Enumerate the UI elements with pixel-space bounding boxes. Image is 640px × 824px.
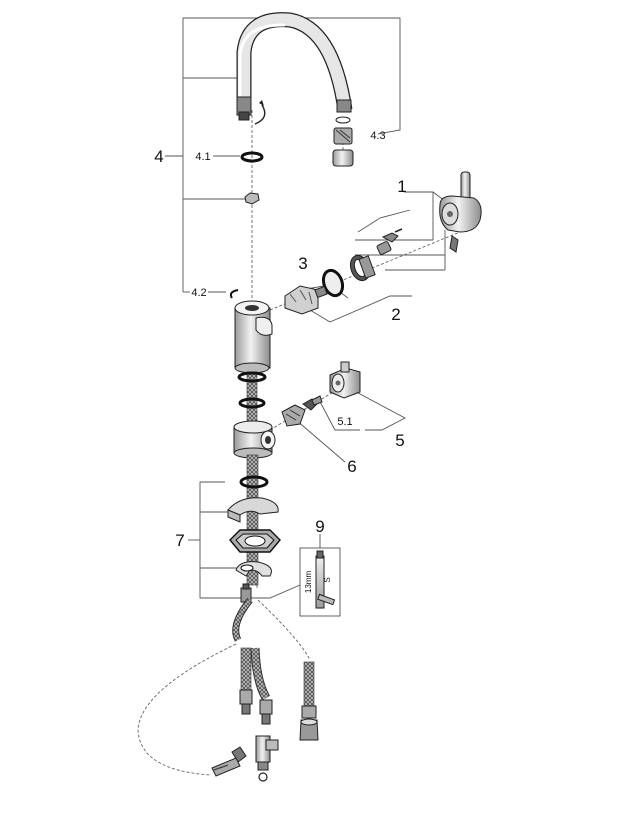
label-4-3: 4.3	[370, 130, 385, 142]
o-ring-7	[239, 475, 269, 489]
spout-nut	[244, 192, 260, 205]
t-connector	[255, 735, 279, 782]
label-4-1: 4.1	[195, 151, 210, 163]
label-5: 5	[395, 431, 404, 450]
spanner-tool-9	[299, 547, 341, 617]
faucet-body	[234, 300, 273, 374]
rotation-arrow-icon	[254, 104, 266, 125]
supply-hose-left	[239, 647, 253, 715]
tool-mark-label: S	[323, 577, 332, 582]
o-ring-4-1	[240, 151, 264, 163]
threaded-rod	[240, 583, 252, 603]
valve-connector	[211, 746, 247, 777]
o-ring-body-2	[238, 397, 266, 409]
supply-hose-mid	[250, 647, 273, 725]
label-4: 4	[154, 147, 163, 166]
cap-5	[329, 361, 361, 399]
pullout-hose-path	[137, 643, 237, 776]
label-6: 6	[347, 457, 356, 476]
aerator	[332, 116, 354, 167]
lever-handle	[439, 171, 482, 253]
adapter	[376, 241, 392, 255]
cartridge-nut	[349, 254, 376, 282]
supply-hose-right	[299, 661, 319, 741]
label-5-1: 5.1	[337, 416, 352, 428]
tool-size-label: 13mm	[304, 571, 313, 594]
base-mount	[233, 420, 276, 459]
label-2: 2	[391, 305, 400, 324]
label-9: 9	[315, 517, 324, 536]
label-1: 1	[397, 177, 406, 196]
hose-pullout	[232, 597, 253, 642]
label-4-2: 4.2	[191, 287, 206, 299]
label-7: 7	[175, 531, 184, 550]
horseshoe-washer	[235, 561, 272, 577]
cartridge	[284, 285, 328, 315]
label-3: 3	[298, 254, 307, 273]
check-valve-6	[281, 398, 319, 427]
support-washer	[227, 497, 279, 523]
o-ring-body-1	[237, 371, 267, 383]
hose-mid	[246, 454, 259, 586]
spout	[236, 12, 353, 121]
clip-4-2	[229, 289, 239, 299]
fixing-plate	[229, 529, 281, 553]
set-screw-5-1	[311, 395, 323, 406]
handle-screw	[381, 232, 399, 243]
